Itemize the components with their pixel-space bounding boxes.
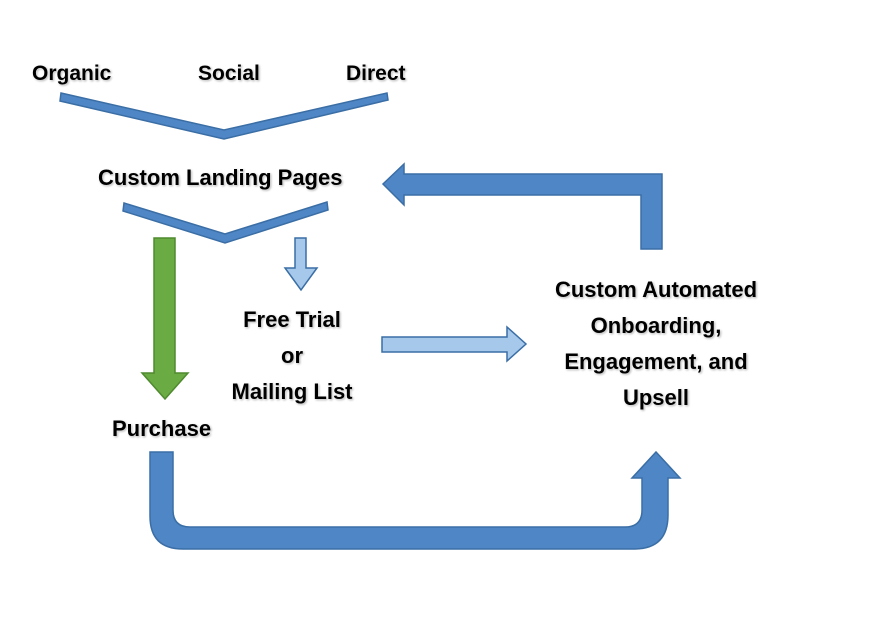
- trial-down-arrow: [283, 237, 319, 292]
- purchase-to-onboarding-u-arrow: [149, 450, 682, 550]
- landing-pages-label: Custom Landing Pages: [98, 165, 343, 190]
- source-direct-label: Direct: [346, 62, 406, 85]
- sources-funnel-chevron: [59, 92, 389, 140]
- free-trial-line: or: [281, 343, 303, 368]
- free-trial-line: Free Trial: [243, 307, 341, 332]
- source-organic-label: Organic: [32, 62, 112, 85]
- free-trial-line: Mailing List: [231, 379, 353, 404]
- landing-funnel-chevron: [122, 201, 329, 244]
- onboarding-line: Engagement, and: [564, 349, 748, 374]
- onboarding-line: Onboarding,: [590, 313, 722, 338]
- purchase-label: Purchase: [112, 416, 212, 441]
- onboarding-line: Custom Automated: [554, 277, 758, 302]
- feedback-arrow: [381, 162, 663, 250]
- onboarding-label: Custom Automated Onboarding, Engagement,…: [526, 272, 786, 416]
- source-social-label: Social: [198, 62, 260, 85]
- trial-to-onboarding-arrow: [381, 325, 528, 363]
- free-trial-label: Free Trial or Mailing List: [200, 302, 384, 410]
- onboarding-line: Upsell: [622, 385, 690, 410]
- purchase-down-arrow: [140, 237, 190, 401]
